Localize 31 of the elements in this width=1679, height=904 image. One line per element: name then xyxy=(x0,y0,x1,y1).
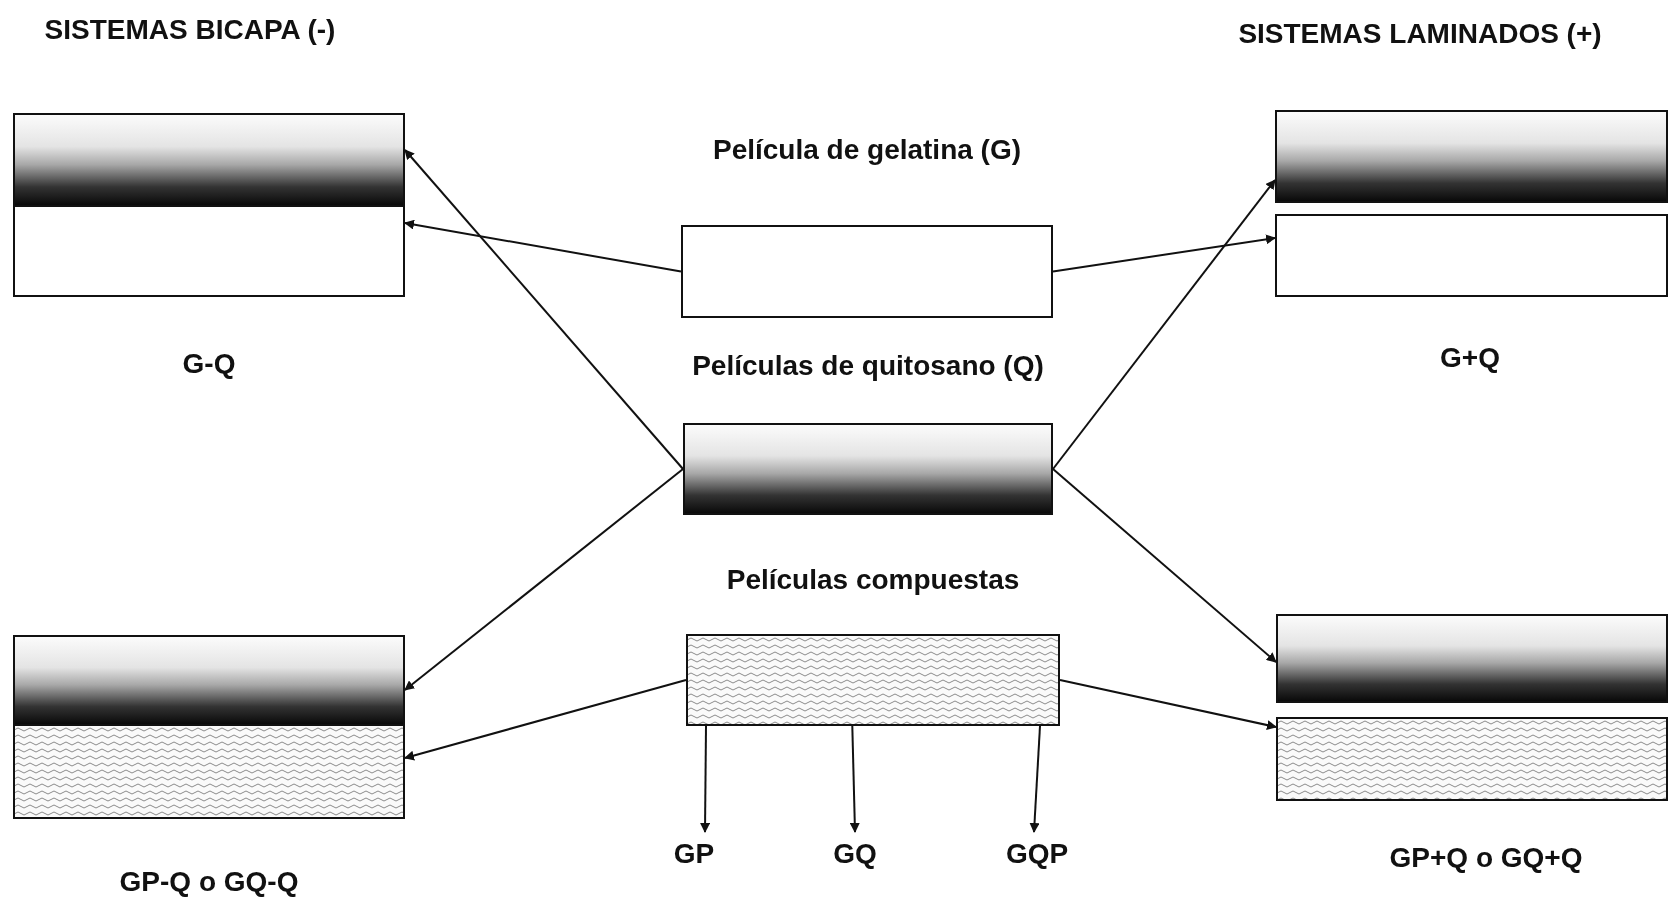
section-title: SISTEMAS BICAPA (-) xyxy=(43,13,337,47)
system-code: GP-Q o GQ-Q xyxy=(118,865,300,899)
arrow xyxy=(404,149,684,470)
system-code: G-Q xyxy=(181,347,237,381)
film-layer xyxy=(1275,214,1668,297)
arrow xyxy=(404,468,684,691)
arrow xyxy=(1052,468,1277,663)
film-heading: Películas compuestas xyxy=(725,563,1021,597)
film-layer xyxy=(13,205,405,297)
film-layer xyxy=(13,724,405,819)
arrow xyxy=(700,725,711,833)
arrow xyxy=(404,679,687,761)
arrow xyxy=(1029,725,1041,833)
film-layer xyxy=(1276,614,1668,703)
film-layer xyxy=(13,635,405,726)
film-code: GQ xyxy=(825,832,885,876)
film-layer xyxy=(1275,110,1668,203)
arrow xyxy=(1052,179,1276,470)
section-title: SISTEMAS LAMINADOS (+) xyxy=(1237,17,1603,51)
arrow xyxy=(1052,234,1276,273)
film-code: GQP xyxy=(994,832,1080,876)
film-heading: Película de gelatina (G) xyxy=(711,133,1023,167)
film-layer xyxy=(13,113,405,207)
film-layer xyxy=(1276,717,1668,801)
film-code: GP xyxy=(664,832,724,876)
system-code: GP+Q o GQ+Q xyxy=(1388,841,1584,875)
arrow xyxy=(849,725,860,833)
system-code: G+Q xyxy=(1439,341,1501,375)
film-heading: Películas de quitosano (Q) xyxy=(691,349,1045,383)
arrow xyxy=(404,219,682,273)
arrow xyxy=(1059,679,1277,730)
